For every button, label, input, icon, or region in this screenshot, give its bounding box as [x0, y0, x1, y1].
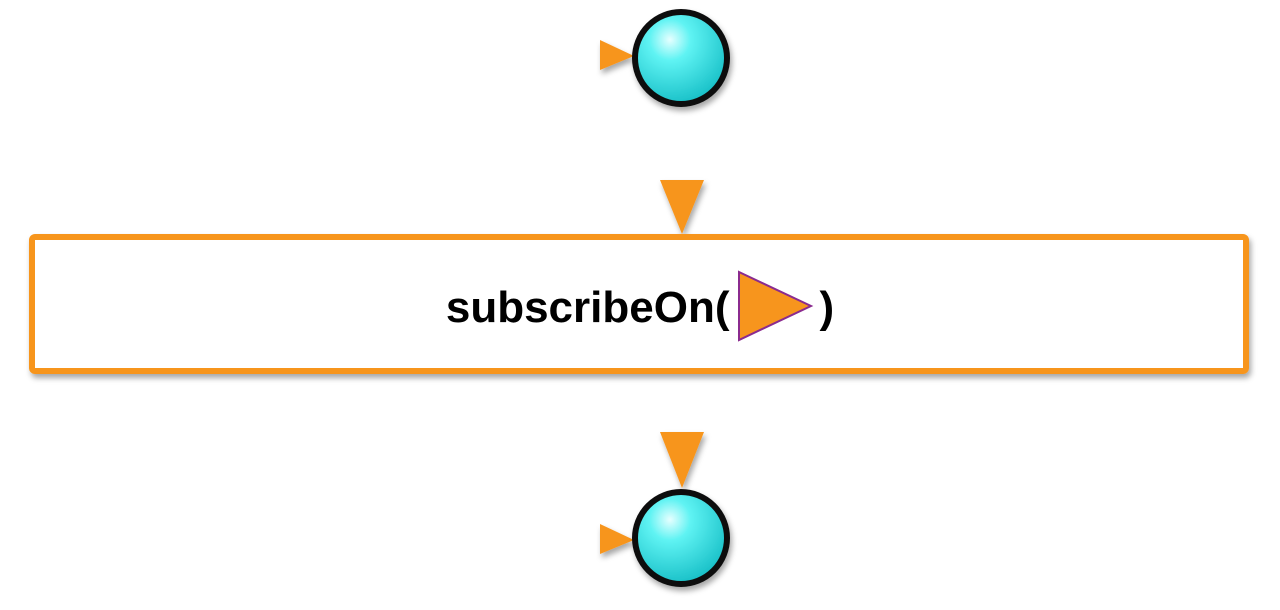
operator-name: subscribeOn( [445, 283, 730, 332]
operator-close-paren: ) [819, 283, 835, 332]
source-marble-icon [632, 9, 730, 107]
source-timeline-arrowhead-icon [600, 40, 634, 70]
input-emission-arrowhead-icon [660, 180, 704, 234]
output-emission-arrowhead-icon [660, 432, 704, 488]
operator-box [29, 234, 1249, 374]
input-emission-arrow [660, 101, 704, 234]
result-marble-icon [632, 489, 730, 587]
scheduler-triangle-icon [738, 270, 814, 342]
result-timeline [33, 524, 634, 554]
source-timeline [33, 40, 634, 70]
operator-label: subscribeOn( ) [0, 270, 1280, 342]
output-emission-arrow [660, 373, 704, 488]
result-timeline-arrowhead-icon [600, 524, 634, 554]
